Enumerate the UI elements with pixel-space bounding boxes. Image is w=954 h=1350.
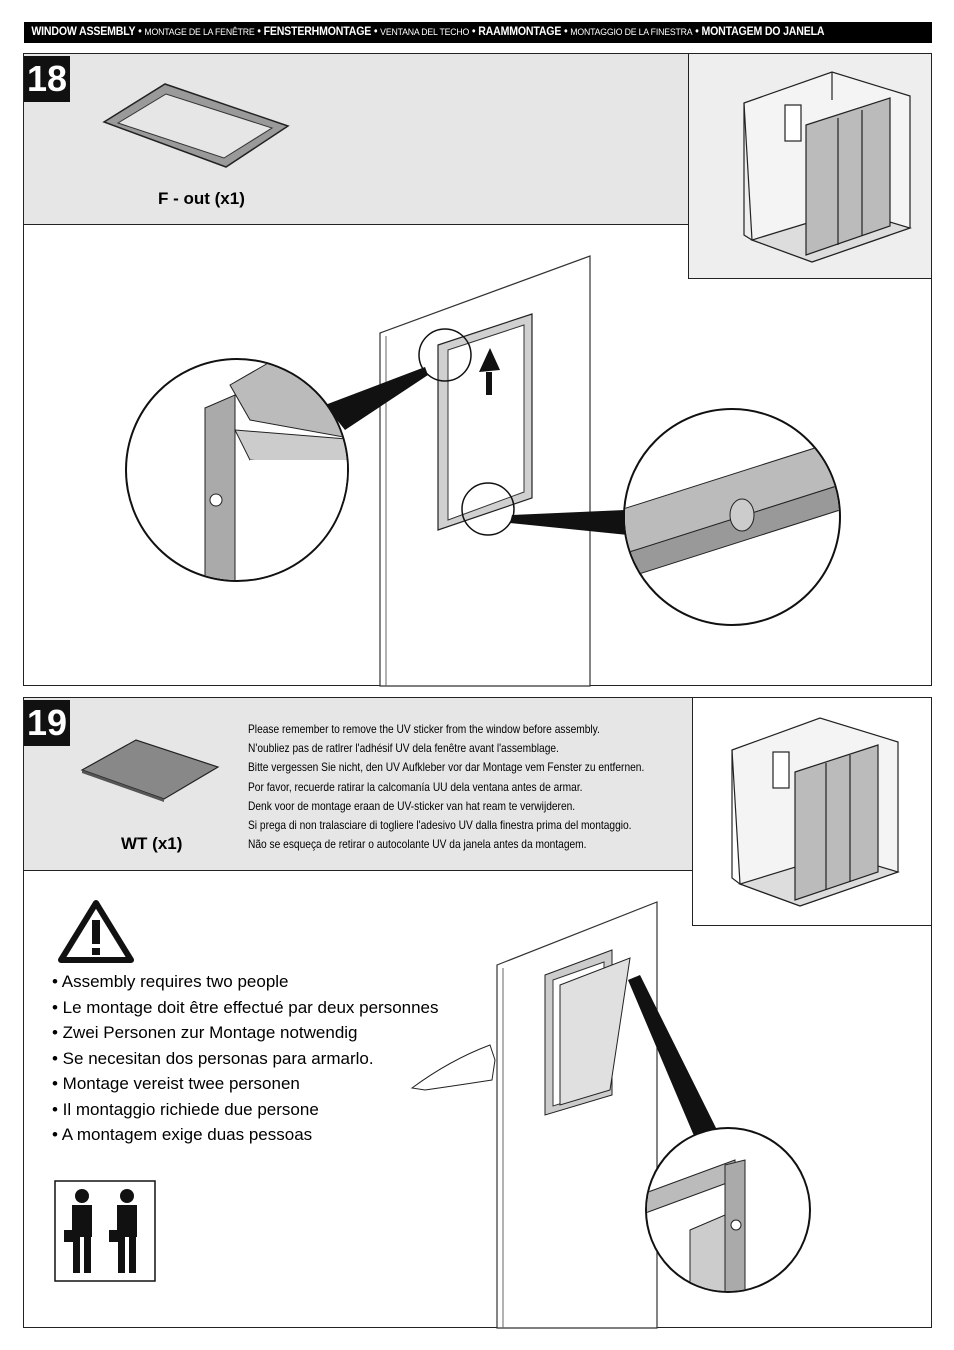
header-segment: WINDOW ASSEMBLY — [31, 26, 136, 38]
warning-triangle-icon — [58, 900, 134, 963]
header-separator: • — [469, 26, 479, 38]
header-bar: WINDOW ASSEMBLY • MONTAGE DE LA FENÊTRE … — [24, 22, 932, 43]
uv-note-nl: Denk voor de montage eraan de UV-sticker… — [248, 798, 576, 813]
header-segment: VENTANA DEL TECHO — [380, 27, 470, 38]
header-separator: • — [561, 26, 571, 38]
warning-fr: • Le montage doit être effectué par deux… — [52, 997, 439, 1017]
two-people-icon — [54, 1180, 156, 1282]
step-19-illustration — [54, 717, 900, 1329]
header-separator: • — [254, 26, 264, 38]
detail-magnifier-right — [623, 408, 841, 626]
warning-en: • Assembly requires two people — [52, 972, 289, 991]
header-segment: MONTAGEM DO JANELA — [701, 26, 825, 38]
detail-magnifier-bottom — [645, 1127, 811, 1293]
window-sheet-part-icon — [80, 739, 220, 802]
step-18-illustration — [102, 71, 912, 687]
warning-es: • Se necesitan dos personas para armarlo… — [52, 1048, 374, 1068]
uv-note-de: Bitte vergessen Sie nicht, den UV Aufkle… — [248, 760, 645, 775]
step-18-number: 18 — [24, 56, 70, 102]
step-19-panel — [23, 697, 932, 1328]
uv-note-en: Please remember to remove the UV sticker… — [248, 722, 600, 736]
step-18-parts-area — [24, 54, 689, 225]
detail-magnifier-left — [125, 358, 349, 582]
shed-overview-icon — [743, 71, 912, 263]
step-19-number: 19 — [24, 700, 70, 746]
uv-note-it: Si prega di non tralasciare di togliere … — [248, 818, 632, 833]
header-separator: • — [371, 26, 381, 38]
header-separator: • — [135, 26, 145, 38]
step-19-part-label: WT (x1) — [121, 834, 183, 853]
frame-part-icon — [102, 83, 290, 168]
header-segment: MONTAGGIO DE LA FINESTRA — [570, 27, 693, 38]
header-separator: • — [692, 26, 702, 38]
warning-nl: • Montage vereist twee personen — [52, 1074, 300, 1093]
uv-note-pt: Não se esqueça de retirar o autocolante … — [248, 837, 587, 852]
header-segment: MONTAGE DE LA FENÊTRE — [144, 27, 255, 38]
warning-it: • Il montaggio richiede due persone — [52, 1099, 319, 1119]
uv-sticker-notes: Please remember to remove the UV sticker… — [248, 720, 690, 854]
warning-de: • Zwei Personen zur Montage notwendig — [52, 1023, 358, 1042]
header-title: WINDOW ASSEMBLY • MONTAGE DE LA FENÊTRE … — [24, 22, 824, 43]
two-people-warning-list: • Assembly requires two people • Le mont… — [52, 969, 439, 1148]
header-segment: RAAMMONTAGE — [478, 26, 562, 38]
uv-note-es: Por favor, recuerde ratirar la calcomaní… — [248, 779, 583, 794]
shed-overview-icon-2 — [731, 717, 900, 907]
header-segment: FENSTERHMONTAGE — [263, 26, 372, 38]
arrow-up-icon — [486, 372, 492, 395]
uv-note-fr: N'oubliez pas de ratlrer l'adhésif UV de… — [248, 741, 559, 756]
step-18-part-label: F - out (x1) — [158, 189, 245, 208]
warning-pt: • A montagem exige duas pessoas — [52, 1125, 313, 1144]
